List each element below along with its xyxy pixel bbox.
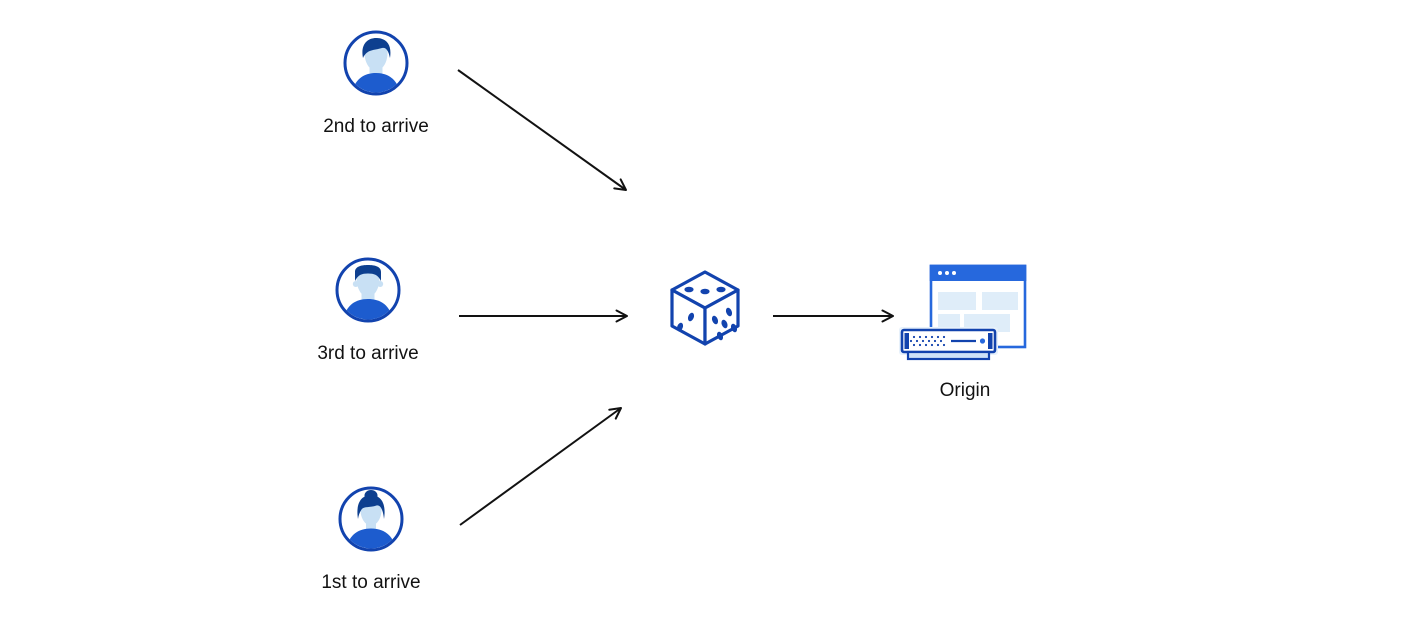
woman-bun-avatar-icon bbox=[338, 486, 404, 552]
user-node-1st-to-arrive: 1st to arrive bbox=[301, 486, 441, 593]
user-node-3rd-to-arrive: 3rd to arrive bbox=[298, 257, 438, 364]
man-flat-top-avatar-icon bbox=[335, 257, 401, 323]
user-label: 2nd to arrive bbox=[323, 116, 429, 137]
dice-icon bbox=[670, 270, 740, 346]
edge-2nd-to-dice-arrow bbox=[457, 69, 627, 191]
man-swoop-hair-avatar-icon bbox=[343, 30, 409, 96]
user-node-2nd-to-arrive: 2nd to arrive bbox=[306, 30, 446, 137]
server-icon bbox=[899, 327, 998, 361]
user-label: 3rd to arrive bbox=[317, 343, 419, 364]
randomizer-node bbox=[665, 268, 745, 348]
origin-server-icon bbox=[899, 264, 1027, 361]
user-label: 1st to arrive bbox=[321, 572, 421, 593]
origin-label: Origin bbox=[939, 380, 991, 401]
edge-1st-to-dice-arrow bbox=[459, 407, 622, 526]
origin-node: Origin bbox=[898, 262, 1032, 401]
